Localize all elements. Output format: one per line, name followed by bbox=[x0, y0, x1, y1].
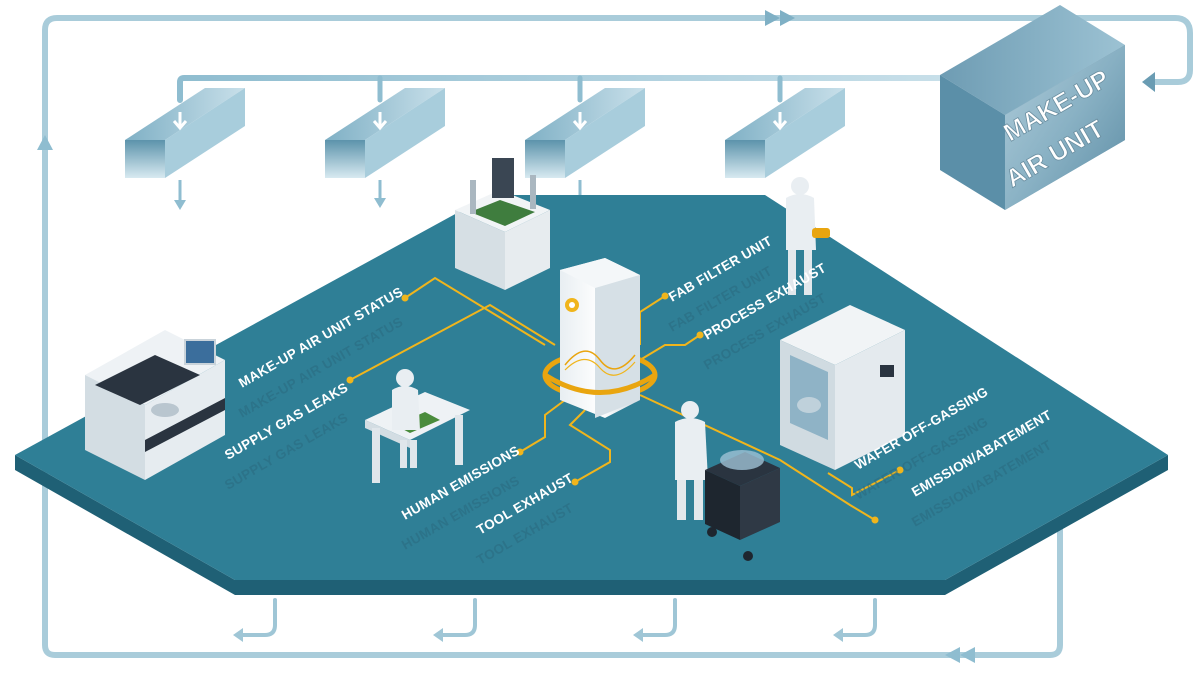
ffu-4 bbox=[725, 88, 845, 178]
process-tool-right bbox=[780, 305, 905, 470]
return-arrows bbox=[233, 628, 843, 642]
supply-duct bbox=[177, 75, 943, 103]
make-up-air-unit: MAKE-UP AIR UNIT bbox=[940, 5, 1125, 210]
connector-lines bbox=[349, 276, 901, 521]
supply-drops bbox=[377, 75, 783, 103]
loop-arrow-bottom bbox=[945, 647, 975, 663]
ffu-3 bbox=[525, 88, 645, 210]
loop-arrow-left bbox=[37, 135, 53, 150]
ffu-2 bbox=[325, 88, 445, 208]
connector-dots bbox=[346, 292, 904, 524]
return-drops bbox=[238, 598, 877, 637]
outer-air-loop bbox=[42, 15, 1193, 658]
process-tool-back bbox=[455, 158, 550, 290]
central-sensor-tower bbox=[542, 258, 658, 418]
process-tool-left bbox=[85, 330, 225, 480]
loop-arrow-makeup-entry bbox=[1142, 72, 1155, 92]
worker-with-cart bbox=[675, 401, 780, 561]
worker-standing bbox=[786, 177, 830, 295]
ffu-1 bbox=[125, 88, 245, 210]
worker-at-bench bbox=[365, 369, 470, 483]
loop-arrow-top bbox=[765, 10, 795, 26]
